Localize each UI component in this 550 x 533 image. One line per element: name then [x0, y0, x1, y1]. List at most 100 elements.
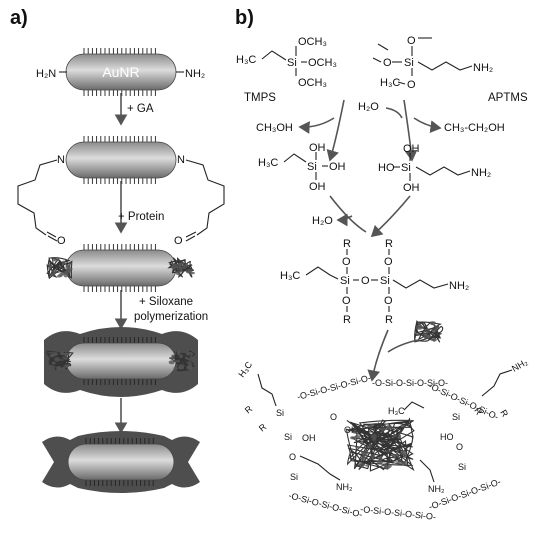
methanol-label: CH₃OH	[256, 122, 293, 134]
dimer-o-br: O	[384, 295, 393, 307]
aptms-o-top: O	[407, 35, 416, 47]
network-r-2: R	[257, 421, 269, 433]
network-propylamine-br	[419, 459, 435, 483]
step-2-label: + Protein	[118, 211, 164, 223]
network-h3c-in: H₃C	[388, 406, 405, 416]
dimer-propylamine	[392, 279, 449, 289]
tmps-si: Si	[287, 57, 297, 69]
haptms-chain	[415, 166, 471, 176]
aptms-o-left: O	[383, 57, 392, 69]
network-o-r2: O	[456, 442, 463, 452]
network-propyl-left	[257, 373, 277, 407]
aptms-h3c: H₃C	[380, 77, 400, 89]
dimer-o-bl: O	[342, 295, 351, 307]
protein-right-icon	[167, 257, 196, 278]
gold-nanorod-3	[65, 244, 177, 292]
aldehyde-o-right: O	[174, 235, 183, 247]
dimer-propyl	[305, 266, 339, 280]
htmps-oh-bottom: OH	[309, 181, 326, 193]
network-r-1: R	[243, 403, 255, 415]
aldehyde-bond-right	[185, 231, 197, 242]
tmps-och3-right: OCH₃	[308, 57, 337, 69]
network-si-r2: Si	[458, 462, 466, 472]
network-r-right: R	[472, 406, 484, 417]
htmps-oh-right: OH	[329, 161, 346, 173]
water-in-label: H₂O	[358, 101, 379, 113]
network-right-chain: -O-Si-O-Si-O-Si-O-	[427, 381, 500, 422]
imine-n-right: N	[177, 154, 185, 166]
panel-b-label: b)	[235, 7, 254, 29]
aptms-propylamine-chain	[417, 61, 473, 71]
methanol-release-arrow	[298, 117, 335, 134]
siloxane-dimer: R R O O H₃C Si O Si NH₂ O O R R	[280, 238, 469, 326]
aptms-si: Si	[404, 57, 414, 69]
dimer-si-right: Si	[380, 275, 390, 287]
tmps-och3-top: OCH₃	[298, 36, 327, 48]
gold-nanorod-2	[65, 136, 177, 184]
htmps-h3c: H₃C	[258, 157, 278, 169]
tmps-name: TMPS	[244, 92, 276, 104]
protein-join-arrow	[387, 339, 419, 353]
network-top-chain-2: -O-Si-O-Si-O-Si-O-	[372, 378, 448, 388]
network-ho-right: HO	[440, 432, 454, 442]
dimer-nh2: NH₂	[449, 280, 469, 292]
haptms-ho: HO	[378, 162, 395, 174]
aptms-o-bottom: O	[407, 79, 416, 91]
aldehyde-bond-left	[46, 231, 58, 242]
panel-a-label: a)	[10, 7, 28, 29]
dimer-o-tr: O	[384, 256, 393, 268]
dimer-o-bridge: O	[361, 275, 370, 287]
gold-nanorod-1: AuNR	[65, 48, 177, 96]
aldehyde-o-left: O	[57, 235, 66, 247]
gold-nanorod-4-shell	[44, 327, 198, 397]
protein-right-icon	[168, 350, 196, 372]
htmps-propyl	[283, 153, 307, 163]
water-out-label: H₂O	[312, 215, 333, 227]
dimer-r-bl: R	[343, 314, 351, 326]
aptms-hydrolysis-arrow	[403, 99, 418, 162]
aptms-ethyl-bottom	[397, 81, 406, 85]
network-o-in1: O	[330, 412, 337, 422]
network-propylamine-right	[481, 369, 513, 397]
network-bottom-chain-2: -O-Si-O-Si-O-Si-O-	[360, 504, 437, 522]
dimer-r-tr: R	[385, 238, 393, 250]
network-top-chain: -O-Si-O-Si-O-Si-O-	[296, 373, 372, 402]
rod-label: AuNR	[102, 64, 139, 80]
haptms-si: Si	[401, 162, 411, 174]
network-propyl-in	[403, 401, 425, 411]
network-h3c-left: H₃C	[236, 359, 254, 379]
hydrolyzed-aptms: HO Si OH OH NH₂	[378, 143, 491, 194]
water-in-arrow	[385, 107, 403, 119]
aptms-nh2: NH₂	[473, 62, 493, 74]
network-oh-left: OH	[302, 433, 316, 443]
dimer-o-tl: O	[342, 256, 351, 268]
imprinting-arrow	[367, 329, 389, 382]
protein-left-icon	[46, 257, 73, 280]
protein-template-icon	[413, 320, 444, 343]
haptms-nh2: NH₂	[471, 167, 491, 179]
dimer-h3c: H₃C	[280, 270, 300, 282]
tmps-hydrolysis-arrow	[326, 99, 345, 162]
left-amine-group: H₂N	[36, 68, 56, 80]
hydrolyzed-tmps: H₃C Si OH OH OH	[258, 142, 346, 193]
dimer-si-left: Si	[340, 275, 350, 287]
htmps-si: Si	[307, 161, 317, 173]
htmps-oh-top: OH	[309, 142, 326, 154]
network-propylamine-bl	[299, 455, 341, 481]
protein-imprinted-icon	[345, 417, 415, 472]
network-si-l3: Si	[290, 472, 298, 482]
aptms-ethyl-left-top	[377, 43, 389, 51]
network-nh2-bl: NH₂	[336, 482, 353, 492]
aptms-ethyl-left	[372, 57, 382, 63]
protein-left-icon	[46, 350, 74, 371]
right-amine-group: NH₂	[185, 68, 205, 80]
network-o-l3: O	[289, 452, 296, 462]
aptms-name: APTMS	[488, 92, 528, 104]
network-nh2-br: NH₂	[428, 484, 445, 494]
step-3-label-line1: + Siloxane	[139, 296, 193, 308]
network-bottom-chain-3: -O-Si-O-Si-O-Si-O-	[427, 476, 502, 511]
step-3-label-line2: polymerization	[134, 311, 208, 323]
aptms-structure: O Si O NH₂ O H₃C APTMS	[372, 35, 528, 104]
